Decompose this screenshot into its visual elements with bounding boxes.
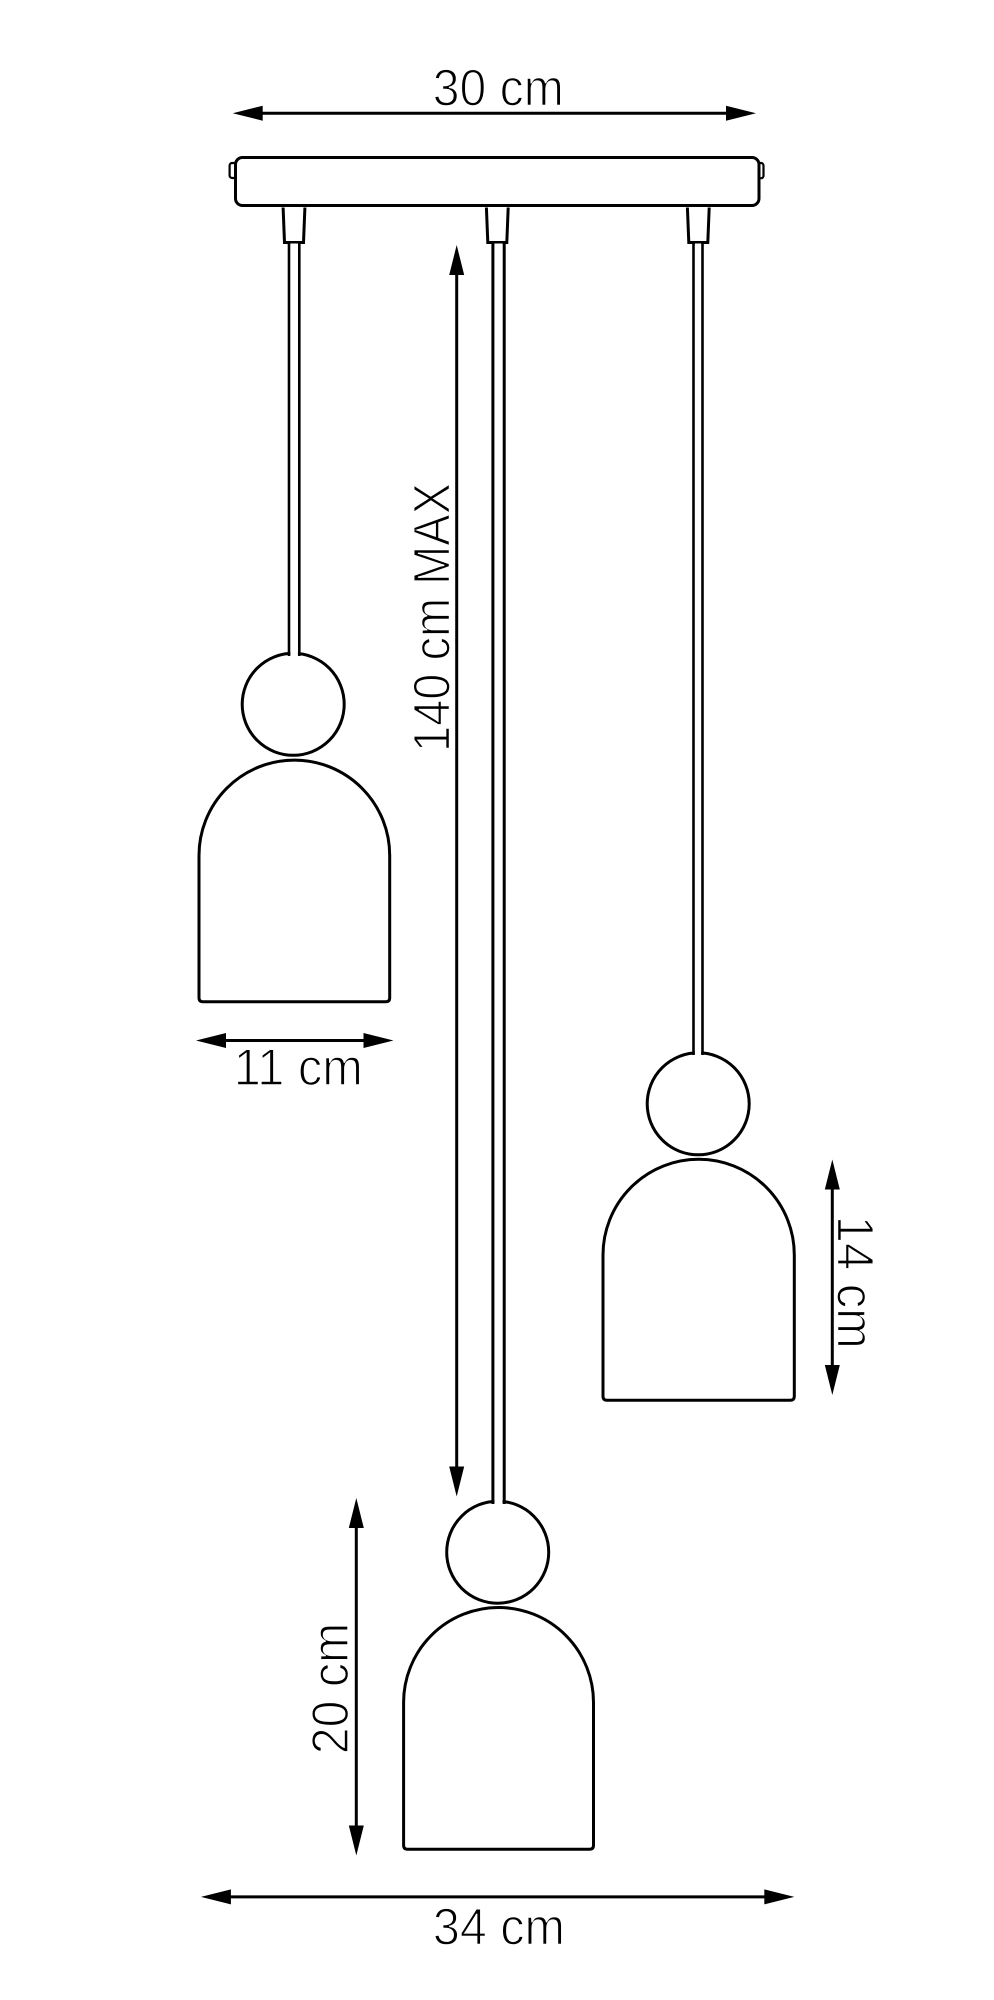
svg-text:30 cm: 30 cm (433, 58, 564, 116)
svg-text:11 cm: 11 cm (234, 1038, 363, 1096)
svg-text:20 cm: 20 cm (301, 1623, 359, 1755)
svg-text:34 cm: 34 cm (433, 1897, 565, 1955)
svg-text:14 cm: 14 cm (826, 1216, 884, 1349)
svg-text:140 cm MAX: 140 cm MAX (402, 483, 460, 752)
